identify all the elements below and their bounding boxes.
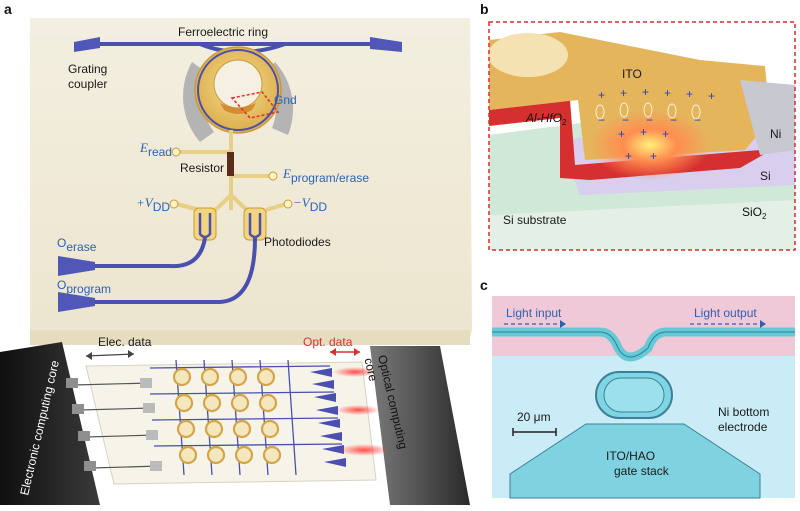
pad-e-program	[268, 171, 278, 181]
label-line-2: gate stack	[614, 464, 670, 478]
svg-text:−: −	[694, 113, 701, 127]
svg-text:+: +	[664, 86, 671, 100]
ito-hole	[488, 33, 568, 77]
elec-data-label: Elec. data	[98, 335, 152, 349]
svg-text:+: +	[642, 85, 649, 99]
electronic-core-block	[0, 342, 100, 505]
elec-wires	[73, 382, 161, 469]
gate-stack	[509, 423, 761, 499]
panel-b-cross-section: ++++++ +++++ −−−−− ITO Al-HfO2 Ni Si SiO…	[488, 21, 796, 251]
ring-array	[172, 367, 282, 465]
al-hfo2-layer	[489, 100, 789, 180]
ni-label: Ni	[770, 127, 781, 141]
elec-data-arrow	[85, 350, 135, 360]
ito-hao-label: ITO/HAO gate stack	[606, 449, 670, 478]
resistor-label: Resistor	[180, 161, 224, 175]
photodiode-right	[243, 207, 267, 241]
sio2-label: SiO2	[742, 205, 767, 221]
svg-text:+: +	[650, 149, 657, 163]
pad-minus-vdd	[283, 199, 293, 209]
svg-text:+: +	[625, 149, 632, 163]
al-hfo2-label: Al-HfO2	[525, 111, 567, 127]
ni-bottom-label: Ni bottom electrode	[718, 405, 773, 434]
panel-label-b: b	[480, 1, 489, 17]
ferroelectric-ring	[194, 46, 282, 134]
light-input-label: Light input	[506, 306, 562, 320]
svg-text:+: +	[640, 125, 647, 139]
output-gratings	[310, 368, 346, 467]
svg-text:+: +	[598, 88, 605, 102]
svg-text:+: +	[662, 127, 669, 141]
light-input-arrow	[504, 320, 566, 328]
panel-label-c: c	[480, 277, 488, 293]
label-line-2: electrode	[718, 420, 768, 434]
light-output-label: Light output	[694, 306, 757, 320]
light-output-arrow	[690, 320, 766, 328]
e-read-label: Eread	[139, 140, 172, 159]
scale-bar	[512, 428, 557, 436]
opt-data-label: Opt. data	[303, 335, 353, 349]
elec-pads	[66, 378, 162, 471]
optical-beams	[333, 367, 390, 456]
photodiodes-label: Photodiodes	[264, 235, 331, 249]
gnd-marker-box	[230, 91, 280, 119]
si-substrate-label: Si substrate	[503, 213, 567, 227]
optical-core-block	[370, 346, 470, 505]
e-program-label: Eprogram/erase	[282, 166, 369, 185]
grating-coupler-label: Grating coupler	[68, 62, 111, 91]
panel-c-micrograph: Light input Light output 20 μm Ni bottom…	[492, 296, 795, 499]
label-line-2: core	[361, 357, 380, 383]
ring-waveguide	[74, 37, 402, 54]
o-erase-label: Oerase	[57, 236, 97, 254]
svg-text:+: +	[618, 127, 625, 141]
svg-text:+: +	[686, 87, 693, 101]
photodiode-left	[193, 207, 217, 241]
plus-vdd-label: +VDD	[136, 195, 170, 214]
ni-layer	[740, 80, 795, 155]
scale-bar-label: 20 μm	[517, 410, 551, 424]
svg-text:−: −	[598, 113, 605, 127]
pad-e-read	[171, 147, 181, 157]
svg-text:−: −	[622, 113, 629, 127]
mode-glow	[590, 110, 710, 180]
resistor-element	[227, 152, 234, 176]
gnd-label: Gnd	[274, 93, 297, 107]
charges: ++++++ +++++ −−−−−	[598, 85, 715, 163]
label-line-2: coupler	[68, 77, 107, 91]
svg-text:+: +	[708, 89, 715, 103]
si-label: Si	[760, 169, 771, 183]
svg-text:−: −	[646, 113, 653, 127]
ito-label: ITO	[622, 67, 642, 81]
opt-data-arrow	[330, 348, 360, 356]
svg-text:+: +	[620, 86, 627, 100]
svg-text:−: −	[670, 113, 677, 127]
ferroelectric-ring-label: Ferroelectric ring	[178, 25, 268, 39]
output-waveguides	[58, 237, 257, 312]
dipoles	[595, 102, 701, 120]
system-view: Elec. data Opt. data Electronic computin…	[0, 335, 470, 505]
panel-b-frame	[488, 21, 796, 251]
panel-label-a: a	[4, 1, 12, 17]
o-program-label: Oprogram	[57, 278, 111, 296]
minus-vdd-label: −VDD	[293, 195, 327, 214]
panel-a-chip: Ferroelectric ring Grating coupler Gnd E…	[30, 18, 472, 345]
pad-plus-vdd	[169, 199, 179, 209]
